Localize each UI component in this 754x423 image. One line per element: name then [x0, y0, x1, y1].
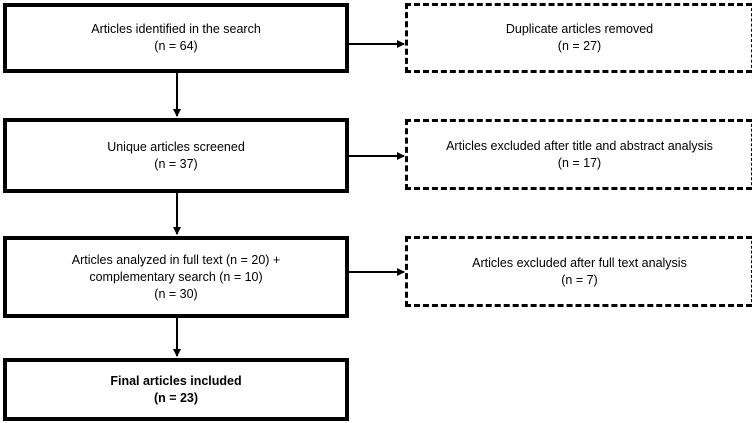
step-count: (n = 23): [153, 390, 199, 405]
exclusion-full-text: Articles excluded after full text analys…: [405, 236, 752, 307]
step-count: (n = 30): [154, 286, 198, 301]
step-label: Articles analyzed in full text (n = 20) …: [71, 252, 281, 267]
step-identified: Articles identified in the search (n = 6…: [3, 3, 349, 73]
step-count: (n = 37): [154, 156, 198, 171]
step-label-2: complementary search (n = 10): [89, 269, 263, 284]
exclusion-label: Articles excluded after full text analys…: [472, 255, 687, 270]
step-screened: Unique articles screened (n = 37): [3, 118, 349, 193]
exclusion-count: (n = 27): [557, 39, 602, 53]
step-final: Final articles included (n = 23): [3, 358, 349, 421]
step-count: (n = 64): [154, 39, 198, 53]
exclusion-count: (n = 17): [557, 155, 602, 170]
exclusion-duplicates: Duplicate articles removed (n = 27): [405, 3, 752, 73]
exclusion-count: (n = 7): [561, 272, 598, 287]
step-label: Unique articles screened: [107, 139, 245, 154]
exclusion-label: Duplicate articles removed: [505, 22, 654, 36]
step-label: Articles identified in the search: [91, 22, 261, 36]
step-label: Final articles included: [110, 373, 242, 388]
exclusion-label: Articles excluded after title and abstra…: [446, 138, 713, 153]
exclusion-title-abstract: Articles excluded after title and abstra…: [405, 119, 752, 190]
step-full-text: Articles analyzed in full text (n = 20) …: [3, 236, 349, 318]
